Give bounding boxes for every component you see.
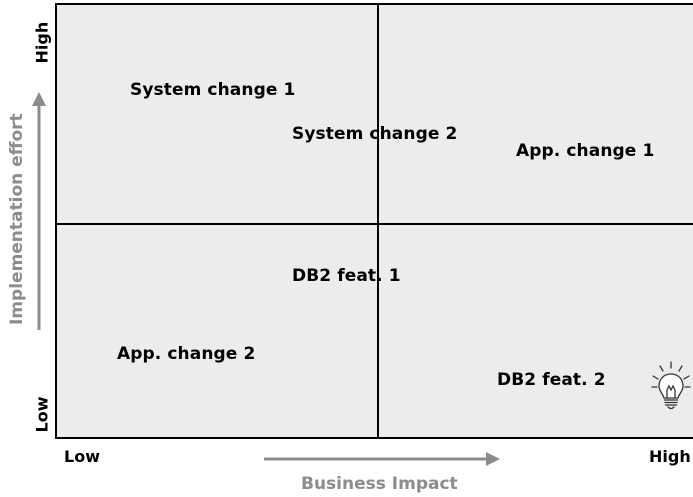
x-axis-title: Business Impact bbox=[301, 474, 458, 494]
lightbulb-icon bbox=[651, 361, 691, 410]
x-axis-low-label: Low bbox=[64, 447, 100, 466]
item-db2-feat-2: DB2 feat. 2 bbox=[497, 370, 606, 390]
x-axis-high-label: High bbox=[649, 447, 691, 466]
item-db2-feat-1: DB2 feat. 1 bbox=[292, 266, 401, 286]
item-system-change-2: System change 2 bbox=[292, 124, 458, 144]
y-axis-arrow bbox=[32, 92, 46, 330]
quadrant-matrix bbox=[55, 3, 693, 439]
item-system-change-1: System change 1 bbox=[130, 80, 296, 100]
horizontal-divider bbox=[57, 223, 693, 225]
y-axis-title: Implementation effort bbox=[7, 113, 27, 325]
y-axis-high-label: High bbox=[32, 21, 52, 64]
vertical-divider bbox=[377, 5, 379, 437]
item-app-change-2: App. change 2 bbox=[117, 344, 256, 364]
item-app-change-1: App. change 1 bbox=[516, 141, 655, 161]
x-axis-arrow bbox=[264, 452, 500, 466]
y-axis-low-label: Low bbox=[32, 396, 52, 433]
